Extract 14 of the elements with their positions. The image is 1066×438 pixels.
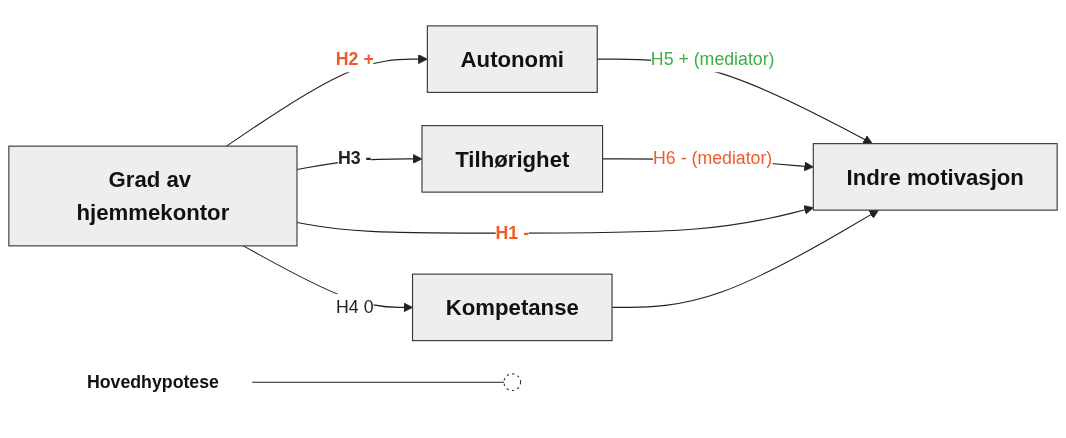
connector [251, 381, 505, 383]
edge-label: H4 0 [336, 297, 374, 317]
node-text: Hovedhypotese [86, 372, 219, 392]
node-circle [503, 373, 522, 392]
edge-label: H5 + (mediator) [650, 49, 775, 69]
node-box: Grad av hjemmekontor [8, 145, 298, 247]
edge-label: H3 - [338, 148, 372, 168]
edge-label: H2 + [335, 49, 374, 69]
node-box: Autonomi [426, 25, 598, 93]
edge-label: H1 - [495, 223, 530, 242]
node-box: Indre motivasjon [812, 143, 1058, 211]
node-box: Kompetanse [411, 273, 613, 342]
node-box: Tilhørighet [421, 125, 604, 193]
edge-label: H6 - (mediator) [653, 148, 773, 168]
